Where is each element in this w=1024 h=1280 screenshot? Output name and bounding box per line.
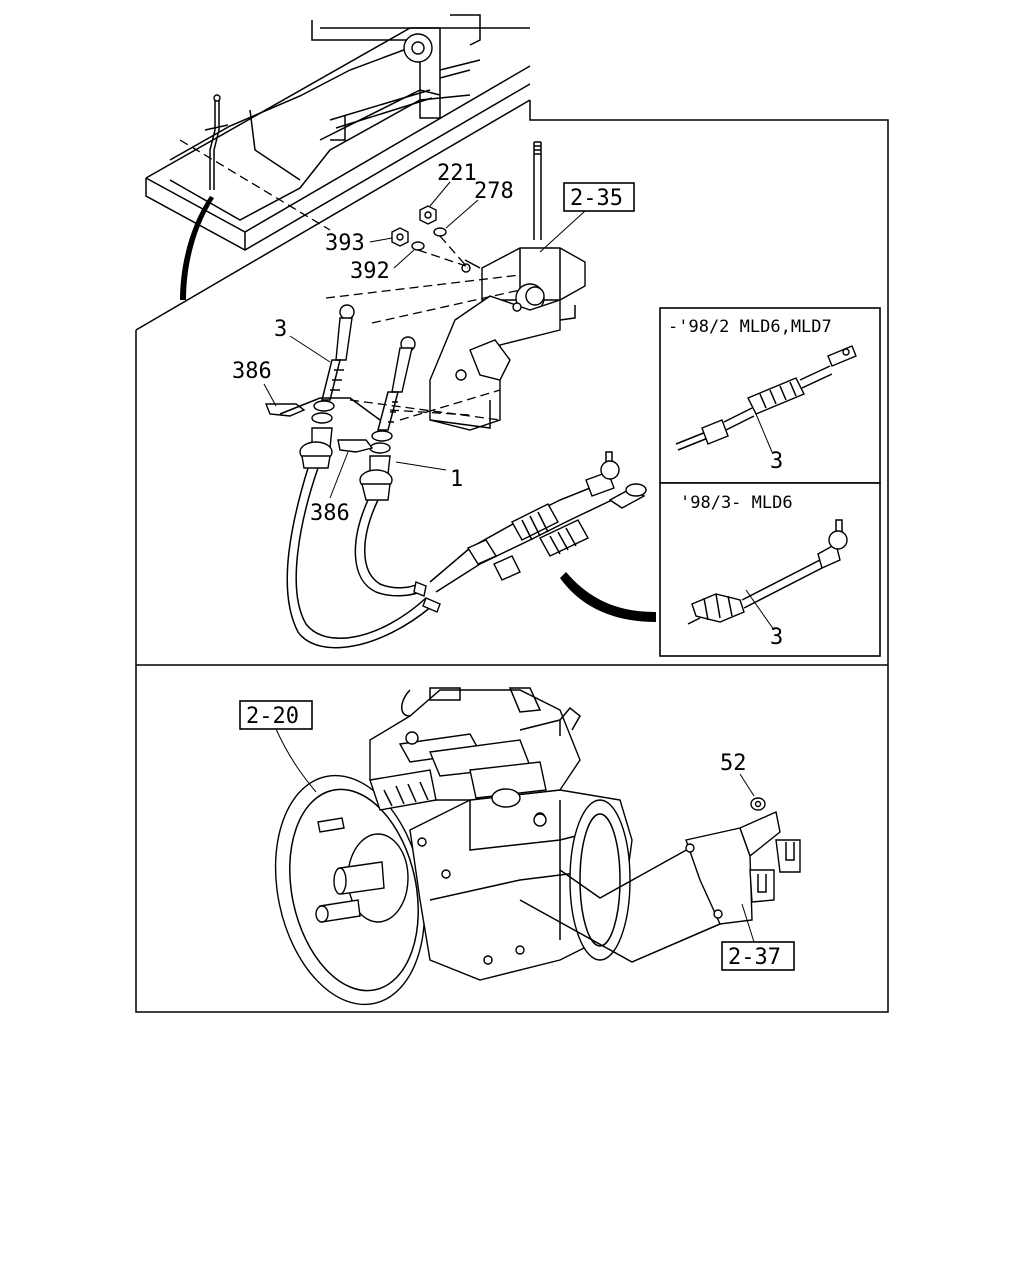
- washer-392: [411, 241, 425, 251]
- inset-upper-caption: -'98/2 MLD6,MLD7: [668, 317, 832, 337]
- callout-221: 221: [437, 161, 477, 186]
- transmission-assembly: [274, 687, 721, 1006]
- fasteners: [391, 205, 469, 269]
- callout-386-bottom: 386: [310, 501, 350, 526]
- detail-frame: [135, 99, 889, 1013]
- inset-lower-callout: 3: [770, 625, 783, 650]
- reference-2-35: 2-35: [539, 182, 635, 253]
- reference-2-37: 2-37: [721, 903, 795, 971]
- ref-2-37-label: 2-37: [728, 945, 781, 970]
- ref-2-20-label: 2-20: [246, 704, 299, 729]
- callout-52: 52: [720, 751, 747, 776]
- callout-278: 278: [474, 179, 514, 204]
- inset-lower-caption: '98/3- MLD6: [680, 493, 793, 513]
- shift-lever-bracket: [325, 141, 586, 431]
- callout-52-group: 52: [720, 751, 755, 797]
- callout-1: 1: [450, 467, 463, 492]
- callout-386-top: 386: [232, 359, 272, 384]
- inset-upper: -'98/2 MLD6,MLD7 3: [659, 307, 881, 484]
- inset-upper-callout: 3: [770, 449, 783, 474]
- reference-2-20: 2-20: [239, 700, 317, 793]
- bracket-2-37: [685, 797, 801, 925]
- callout-392: 392: [350, 259, 390, 284]
- callout-393: 393: [325, 231, 365, 256]
- shift-cables: [264, 304, 656, 649]
- ref-2-35-label: 2-35: [570, 186, 623, 211]
- callout-3: 3: [274, 317, 287, 342]
- washer-278: [433, 227, 447, 237]
- inset-lower: '98/3- MLD6 3: [659, 482, 881, 657]
- chassis-overview: [145, 14, 531, 300]
- callouts-upper: 221 278 393 392 3 386 386 1: [232, 161, 514, 526]
